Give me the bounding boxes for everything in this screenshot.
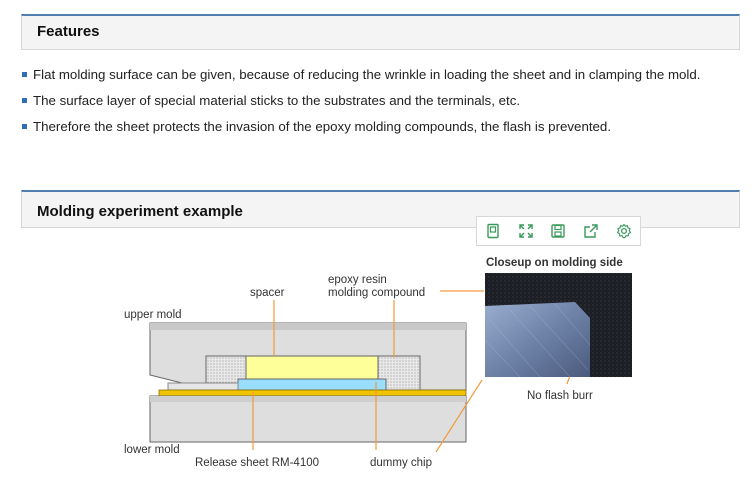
lower-mold-shade [150, 396, 466, 402]
feature-text: Therefore the sheet protects the invasio… [33, 119, 612, 134]
features-title: Features [37, 23, 100, 40]
release-sheet [158, 389, 467, 397]
feature-text: Flat molding surface can be given, becau… [33, 67, 701, 82]
lower-mold-label: lower mold [124, 444, 180, 456]
closeup-title: Closeup on molding side [486, 257, 623, 269]
spacer-label: spacer [250, 287, 285, 299]
features-list: Flat molding surface can be given, becau… [22, 64, 737, 142]
save-icon[interactable] [548, 221, 568, 241]
closeup-photo [485, 273, 632, 377]
share-icon[interactable] [581, 221, 601, 241]
dummy-chip-label: dummy chip [370, 457, 432, 469]
release-sheet-label: Release sheet RM-4100 [195, 457, 319, 469]
feature-text: The surface layer of special material st… [33, 93, 521, 108]
list-item: The surface layer of special material st… [22, 90, 737, 111]
list-item: Flat molding surface can be given, becau… [22, 64, 737, 85]
no-flash-label: No flash burr [527, 390, 593, 402]
page-icon[interactable] [483, 221, 503, 241]
dummy-chip-block [237, 378, 387, 391]
experiment-header: Molding experiment example [21, 190, 740, 228]
epoxy-right [377, 355, 421, 391]
epoxy-label-line2: molding compound [328, 287, 425, 299]
gear-icon[interactable] [614, 221, 634, 241]
closeup-chip [485, 302, 590, 377]
list-item: Therefore the sheet protects the invasio… [22, 116, 737, 137]
bullet-icon [22, 124, 27, 129]
epoxy-left [205, 355, 247, 390]
spacer-block [245, 355, 379, 380]
upper-mold [149, 322, 467, 391]
image-toolbar [476, 216, 641, 246]
epoxy-label-line1: epoxy resin [328, 274, 387, 286]
features-header: Features [21, 14, 740, 50]
fullscreen-icon[interactable] [516, 221, 536, 241]
upper-mold-label: upper mold [124, 309, 182, 321]
experiment-title: Molding experiment example [37, 203, 243, 220]
bullet-icon [22, 72, 27, 77]
mold-step [167, 382, 239, 391]
lower-mold [149, 395, 467, 443]
bullet-icon [22, 98, 27, 103]
upper-mold-bevel [150, 323, 466, 330]
